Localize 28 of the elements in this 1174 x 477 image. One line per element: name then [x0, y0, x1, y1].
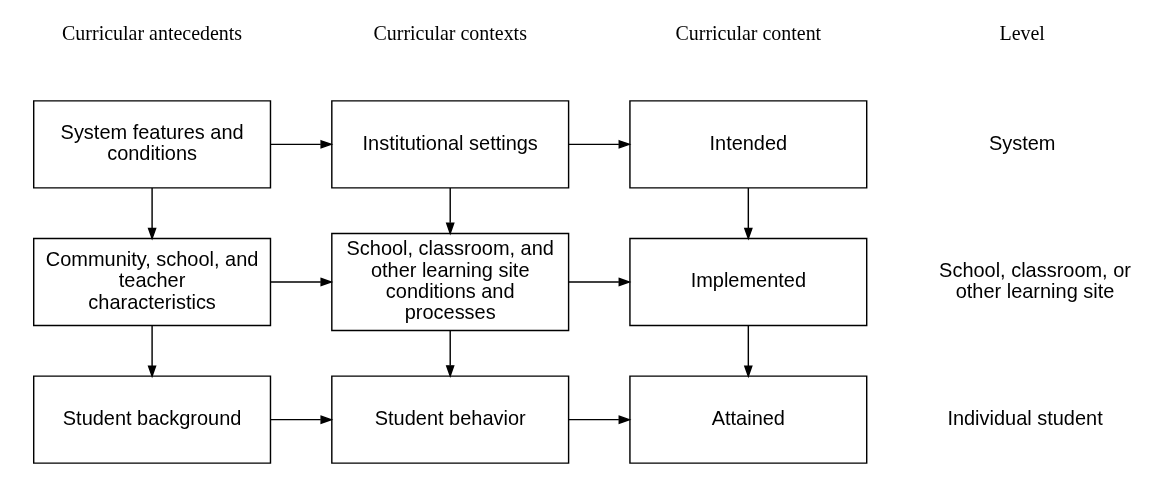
arrow [269, 277, 333, 287]
arrow [147, 325, 157, 379]
label: Curricular antecedents [61, 21, 242, 44]
label: Curricular contexts [372, 21, 527, 44]
arrow [743, 187, 753, 241]
node-box: School, classroom, and other learning site conditions and processes [330, 232, 569, 332]
arrow [445, 329, 455, 378]
label: Curricular content [674, 21, 821, 44]
label: Individual student [946, 406, 1103, 429]
node-box: Community, school, and teacher characteristics [32, 237, 271, 327]
node-box: System features and conditions [32, 100, 271, 189]
label: School, classroom, or other learning site [938, 258, 1131, 302]
node-box: Student background [32, 375, 271, 464]
arrow [147, 187, 157, 241]
arrow [743, 325, 753, 379]
arrow [567, 277, 631, 287]
node-box: Implemented [628, 237, 867, 327]
arrow [269, 139, 333, 149]
arrow [567, 415, 631, 425]
arrow [567, 139, 631, 149]
node-box: Attained [628, 375, 867, 464]
node-box: Institutional settings [330, 100, 569, 189]
arrow [445, 187, 455, 236]
node-box: Student behavior [330, 375, 569, 464]
arrow [269, 415, 333, 425]
label: Level [998, 21, 1045, 44]
node-box: Intended [628, 100, 867, 189]
label: System [988, 131, 1055, 154]
